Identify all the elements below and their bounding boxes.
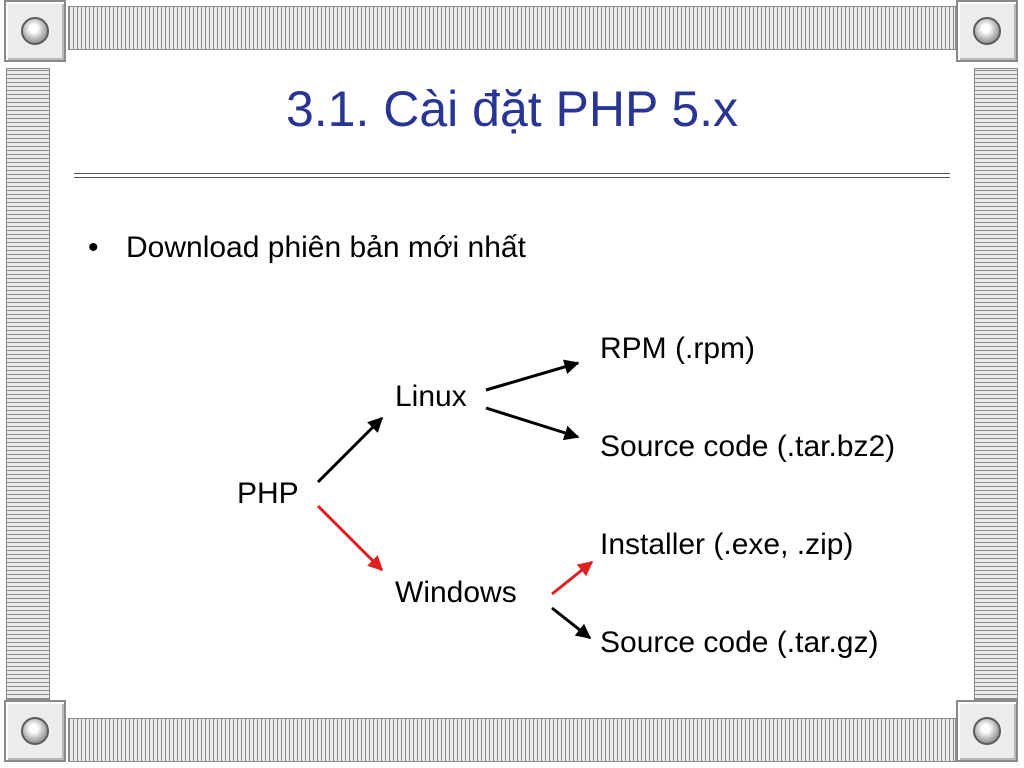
frame-corner-top-right — [956, 0, 1018, 62]
arrow-linux-rpm — [485, 359, 580, 392]
frame-top-rail — [68, 6, 956, 50]
tree-leaf-linux-source: Source code (.tar.bz2) — [600, 430, 896, 463]
frame-corner-bottom-right — [956, 700, 1018, 762]
frame-left-rail — [6, 68, 50, 700]
tree-leaf-rpm: RPM (.rpm) — [600, 332, 755, 365]
tree-branch-windows: Windows — [395, 576, 517, 609]
arrow-linux-source — [485, 406, 580, 441]
tree-branch-linux: Linux — [395, 380, 467, 413]
tree-root-php: PHP — [237, 477, 299, 510]
frame-right-rail — [974, 68, 1018, 700]
tree-leaf-windows-source: Source code (.tar.gz) — [600, 626, 879, 659]
knob-icon — [973, 717, 1001, 745]
knob-icon — [973, 17, 1001, 45]
title-divider-secondary — [74, 177, 950, 178]
tree-leaf-installer: Installer (.exe, .zip) — [600, 528, 854, 561]
frame-corner-top-left — [4, 0, 66, 62]
arrow-windows-installer — [551, 560, 594, 596]
title-divider — [74, 173, 950, 174]
frame-bottom-rail — [68, 718, 956, 762]
slide-title: 3.1. Cài đặt PHP 5.x — [285, 81, 739, 137]
bullet-marker: • — [88, 231, 99, 264]
frame-corner-bottom-left — [4, 700, 66, 762]
knob-icon — [21, 717, 49, 745]
bullet-text: Download phiên bản mới nhất — [126, 231, 526, 264]
arrow-php-linux — [316, 416, 384, 484]
arrow-windows-source — [551, 606, 592, 640]
arrow-php-windows — [316, 504, 384, 572]
knob-icon — [21, 17, 49, 45]
